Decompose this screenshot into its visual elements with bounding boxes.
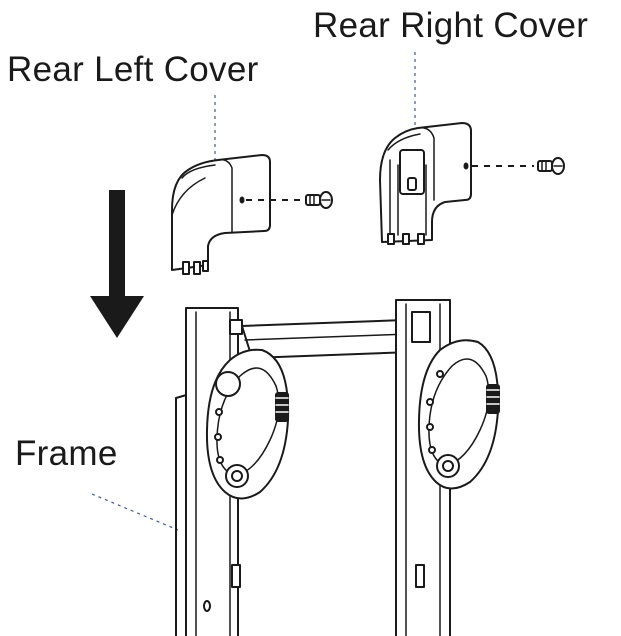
rear-right-cover — [379, 122, 472, 245]
screw-icon — [537, 157, 565, 175]
frame — [175, 299, 500, 636]
frame-label: Frame — [15, 434, 118, 473]
arrow-down-icon — [90, 190, 144, 338]
rear-right-cover-label: Rear Right Cover — [313, 6, 589, 45]
screw-icon — [305, 191, 333, 209]
frame-leader — [91, 493, 179, 531]
rear-left-cover-label: Rear Left Cover — [7, 50, 259, 89]
rear-left-cover — [171, 154, 271, 275]
